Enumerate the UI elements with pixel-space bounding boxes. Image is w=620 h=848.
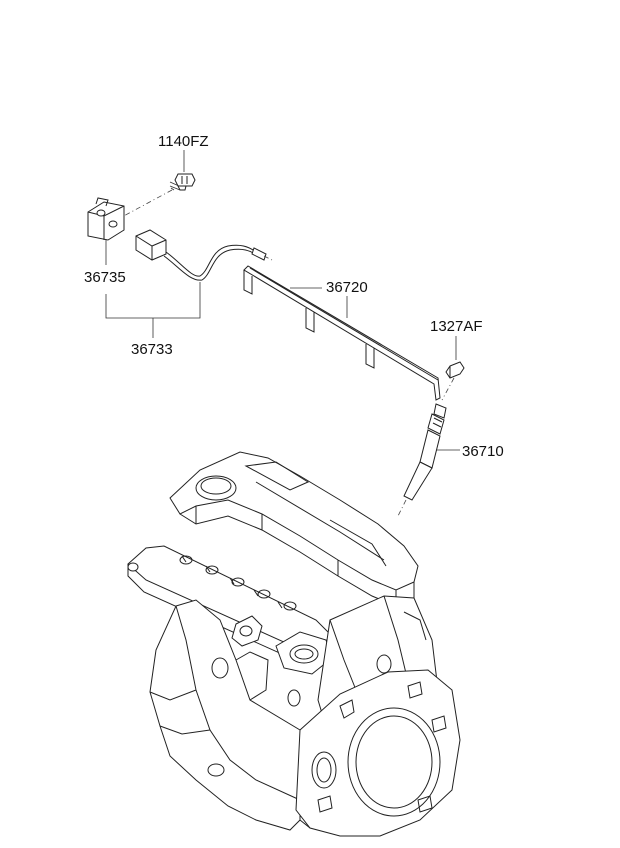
engine-block bbox=[127, 451, 461, 837]
nut-part[interactable] bbox=[441, 361, 465, 401]
plate-part[interactable] bbox=[243, 265, 441, 401]
leader-lines bbox=[105, 150, 460, 451]
label-glow-plug[interactable]: 36710 bbox=[462, 443, 504, 460]
label-bolt[interactable]: 1140FZ bbox=[158, 133, 209, 150]
label-harness[interactable]: 36733 bbox=[131, 341, 173, 358]
harness-part[interactable] bbox=[135, 229, 273, 281]
label-plate[interactable]: 36720 bbox=[326, 279, 368, 296]
label-nut[interactable]: 1327AF bbox=[430, 318, 483, 335]
bolt-part[interactable] bbox=[119, 173, 196, 219]
label-bracket[interactable]: 36735 bbox=[84, 269, 126, 286]
glow-plug-part[interactable] bbox=[397, 403, 447, 517]
bracket-part[interactable] bbox=[87, 197, 125, 241]
